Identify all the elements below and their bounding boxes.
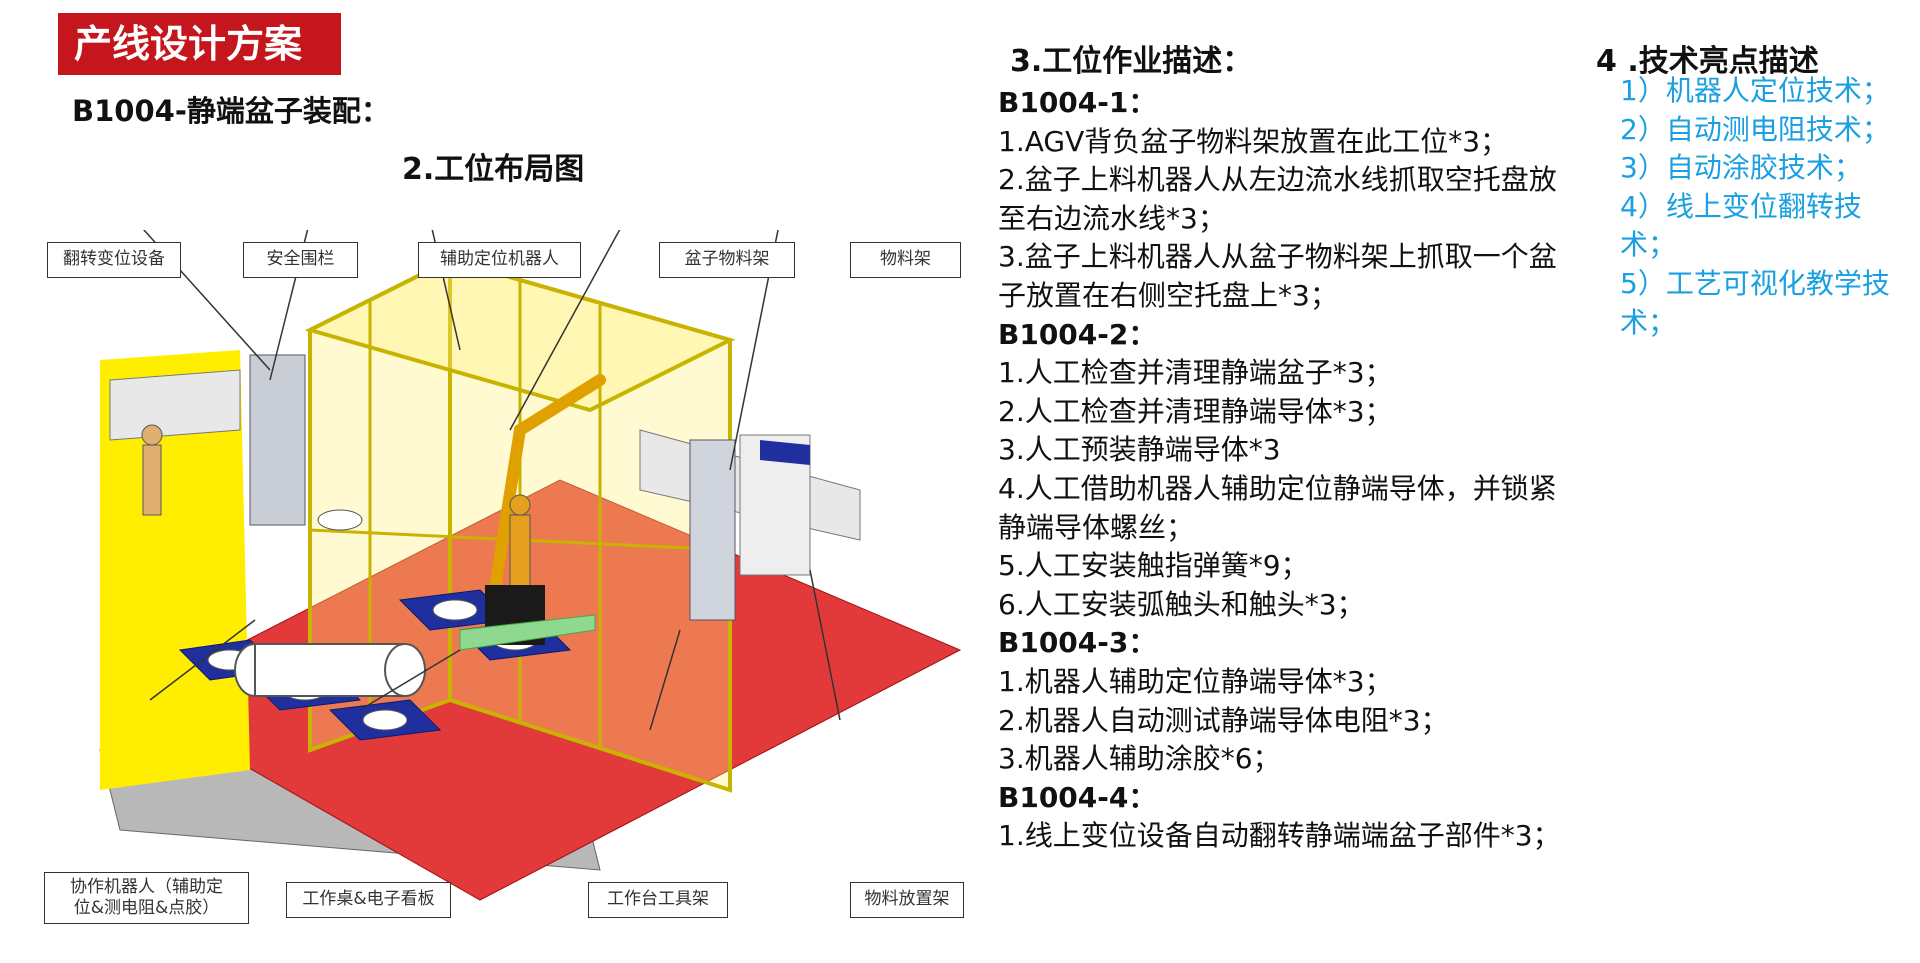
- operation-item: 1.线上变位设备自动翻转静端端盆子部件*3；: [998, 819, 1561, 853]
- page-title: 产线设计方案: [58, 13, 341, 75]
- component-drum: [234, 643, 426, 697]
- operation-item: 2.盆子上料机器人从左边流水线抓取空托盘放至右边流水线*3；: [998, 163, 1557, 235]
- worker-figure-right: [509, 494, 531, 596]
- layout-drawing: [99, 219, 962, 901]
- material-rack-top: [760, 440, 810, 465]
- operations-list: B1004-1： 1.AGV背负盆子物料架放置在此工位*3； 2.盆子上料机器人…: [998, 84, 1568, 856]
- operation-item: 6.人工安装弧触头和触头*3；: [998, 587, 1365, 621]
- highlights-title: 4 .技术亮点描述: [1596, 44, 1819, 79]
- callout-material-rack: 物料架: [850, 242, 961, 278]
- operation-item: 4.人工借助机器人辅助定位静端导体，并锁紧静端导体螺丝；: [998, 471, 1557, 544]
- red-floor: [128, 479, 962, 901]
- highlights-list: 1）机器人定位技术； 2）自动测电阻技术； 3）自动涂胶技术； 4）线上变位翻转…: [1592, 72, 1912, 342]
- operation-item: 3.机器人辅助涂胶*6；: [998, 742, 1281, 776]
- operation-item: 1.机器人辅助定位静端导体*3；: [998, 664, 1393, 698]
- callout-aux-robot: 辅助定位机器人: [418, 242, 581, 278]
- highlight-item: 3）自动涂胶技术；: [1620, 151, 1862, 185]
- operation-item: 2.机器人自动测试静端导体电阻*3；: [998, 703, 1449, 737]
- operations-title: 3.工位作业描述：: [1010, 44, 1253, 79]
- material-rack-cabinet: [689, 439, 736, 621]
- group-heading: B1004-2：: [998, 317, 1157, 351]
- operation-item: 1.人工检查并清理静端盆子*3；: [998, 356, 1393, 390]
- highlight-item: 5）工艺可视化教学技术；: [1620, 266, 1890, 339]
- workbench-top: [459, 614, 596, 651]
- aux-robot-arm: [484, 374, 606, 626]
- group-heading: B1004-3：: [998, 626, 1157, 660]
- highlight-item: 1）机器人定位技术；: [1620, 74, 1890, 107]
- callout-workbench: 工作桌&电子看板: [286, 882, 451, 918]
- worker-figure-left: [141, 424, 163, 516]
- operation-item: 3.盆子上料机器人从盆子物料架上抓取一个盆子放置在右侧空托盘上*3；: [998, 240, 1557, 312]
- operation-item: 5.人工安装触指弹簧*9；: [998, 549, 1309, 583]
- highlight-item: 2）自动测电阻技术；: [1620, 112, 1890, 146]
- left-conveyor: [109, 369, 241, 441]
- control-cabinet: [249, 354, 306, 526]
- operation-item: 1.AGV背负盆子物料架放置在此工位*3；: [998, 124, 1509, 158]
- callout-pot-rack: 盆子物料架: [659, 242, 795, 278]
- station-layout-diagram: [40, 219, 970, 930]
- callout-cobot: 协作机器人（辅助定 位&测电阻&点胶）: [44, 872, 249, 924]
- callout-cobot-line1: 协作机器人（辅助定: [70, 876, 223, 897]
- operation-item: 2.人工检查并清理静端导体*3；: [998, 394, 1393, 428]
- station-name: B1004-静端盆子装配：: [72, 94, 390, 128]
- layout-title: 2.工位布局图: [402, 152, 585, 187]
- operation-item: 3.人工预装静端导体*3: [998, 433, 1281, 467]
- group-heading: B1004-4：: [998, 780, 1157, 814]
- callout-placement-rack: 物料放置架: [850, 882, 964, 918]
- callout-cobot-line2: 位&测电阻&点胶）: [73, 898, 220, 918]
- highlight-item: 4）线上变位翻转技术；: [1620, 189, 1862, 262]
- callout-flip-equipment: 翻转变位设备: [47, 242, 181, 278]
- group-heading: B1004-1：: [998, 86, 1157, 119]
- callout-tool-rack: 工作台工具架: [588, 882, 728, 918]
- callout-safety-fence: 安全围栏: [243, 242, 358, 278]
